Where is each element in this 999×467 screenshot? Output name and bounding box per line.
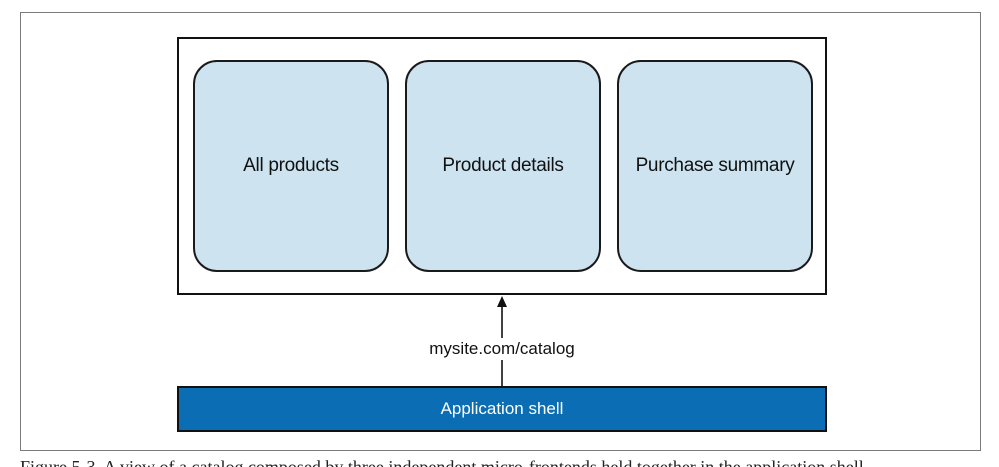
figure-caption: Figure 5-3. A view of a catalog composed…	[20, 457, 864, 467]
application-shell: Application shell	[177, 386, 827, 432]
module-label: All products	[243, 155, 339, 176]
module-product-details: Product details	[405, 60, 601, 272]
route-url-label: mysite.com/catalog	[402, 338, 602, 360]
module-purchase-summary: Purchase summary	[617, 60, 813, 272]
module-all-products: All products	[193, 60, 389, 272]
module-label: Product details	[442, 155, 564, 176]
module-label: Purchase summary	[635, 155, 795, 176]
shell-label: Application shell	[440, 399, 564, 418]
